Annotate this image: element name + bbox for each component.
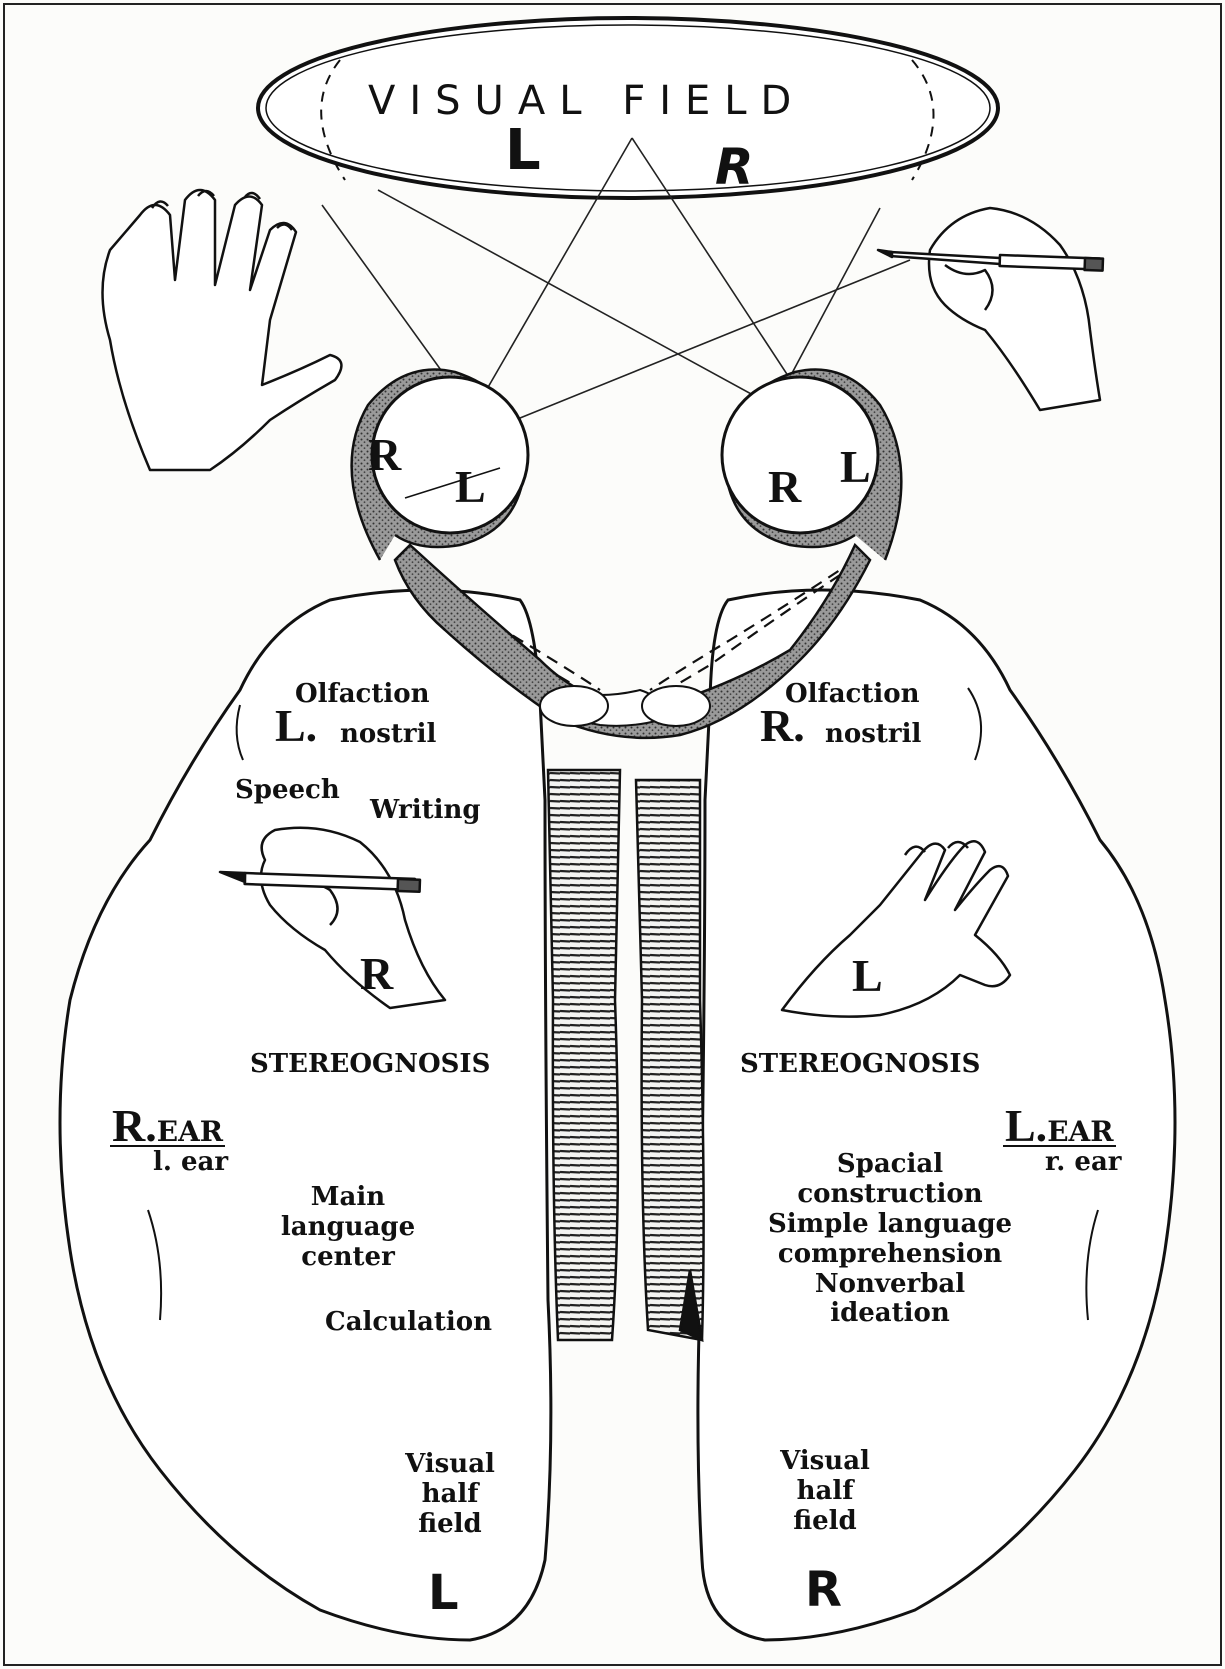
- right-function-line: Simple language: [760, 1210, 1020, 1240]
- right-ear-minor: r. ear: [1045, 1148, 1122, 1178]
- right-nostril-letter: R.: [760, 700, 805, 753]
- right-hand-pencil-drawing: [878, 208, 1103, 410]
- right-eye-l-letter: L: [840, 440, 871, 493]
- right-eye-globe: [722, 369, 901, 560]
- corpus-callosum: [548, 770, 704, 1340]
- left-ear-minor: l. ear: [153, 1148, 228, 1178]
- right-functions-block: Spacial construction Simple language com…: [760, 1150, 1020, 1329]
- left-visual-line: field: [395, 1510, 505, 1540]
- right-ear-letter: L.: [1005, 1100, 1047, 1151]
- right-ear-main: EAR: [1047, 1115, 1113, 1148]
- visual-field-left-letter: L: [505, 118, 541, 183]
- left-visual-line: Visual: [395, 1450, 505, 1480]
- left-ear-main: EAR: [157, 1115, 223, 1148]
- left-ear-letter: R.: [112, 1100, 157, 1151]
- right-visual-letter: R: [805, 1562, 842, 1618]
- calculation-label: Calculation: [325, 1308, 492, 1338]
- right-function-line: Spacial: [760, 1150, 1020, 1180]
- left-function-line: language: [268, 1213, 428, 1243]
- left-nostril-label: nostril: [340, 720, 436, 750]
- left-eye-r-letter: R: [368, 428, 401, 481]
- right-visual-line: field: [770, 1507, 880, 1537]
- left-visual-line: half: [395, 1480, 505, 1510]
- right-visual-line: Visual: [770, 1447, 880, 1477]
- right-visual-half-field: Visual half field: [770, 1447, 880, 1537]
- left-hand-drawing: [103, 190, 342, 470]
- left-hand-letter: R: [360, 948, 393, 1001]
- right-stereognosis-label: STEREOGNOSIS: [740, 1050, 980, 1080]
- right-nostril-label: nostril: [825, 720, 921, 750]
- left-function-line: Main: [268, 1183, 428, 1213]
- left-stereognosis-label: STEREOGNOSIS: [250, 1050, 490, 1080]
- right-function-line: comprehension: [760, 1240, 1020, 1270]
- left-eye-l-letter: L: [455, 460, 486, 513]
- right-function-line: ideation: [760, 1299, 1020, 1329]
- right-olfaction-label: Olfaction: [785, 680, 920, 710]
- left-function-line: center: [268, 1243, 428, 1273]
- right-ear-group: L.EAR: [1003, 1100, 1116, 1153]
- left-functions-block: Main language center: [268, 1183, 428, 1273]
- writing-label: Writing: [370, 796, 481, 826]
- right-visual-line: half: [770, 1477, 880, 1507]
- visual-field-title: VISUAL FIELD: [368, 78, 805, 124]
- speech-label: Speech: [235, 776, 340, 806]
- left-visual-half-field: Visual half field: [395, 1450, 505, 1540]
- right-function-line: construction: [760, 1180, 1020, 1210]
- right-function-line: Nonverbal: [760, 1270, 1020, 1300]
- right-eye-r-letter: R: [768, 460, 801, 513]
- visual-field-right-letter: R: [715, 138, 754, 196]
- left-visual-letter: L: [428, 1565, 459, 1621]
- right-hand-letter: L: [852, 950, 883, 1003]
- left-nostril-letter: L.: [275, 700, 317, 753]
- left-ear-group: R.EAR: [110, 1100, 225, 1153]
